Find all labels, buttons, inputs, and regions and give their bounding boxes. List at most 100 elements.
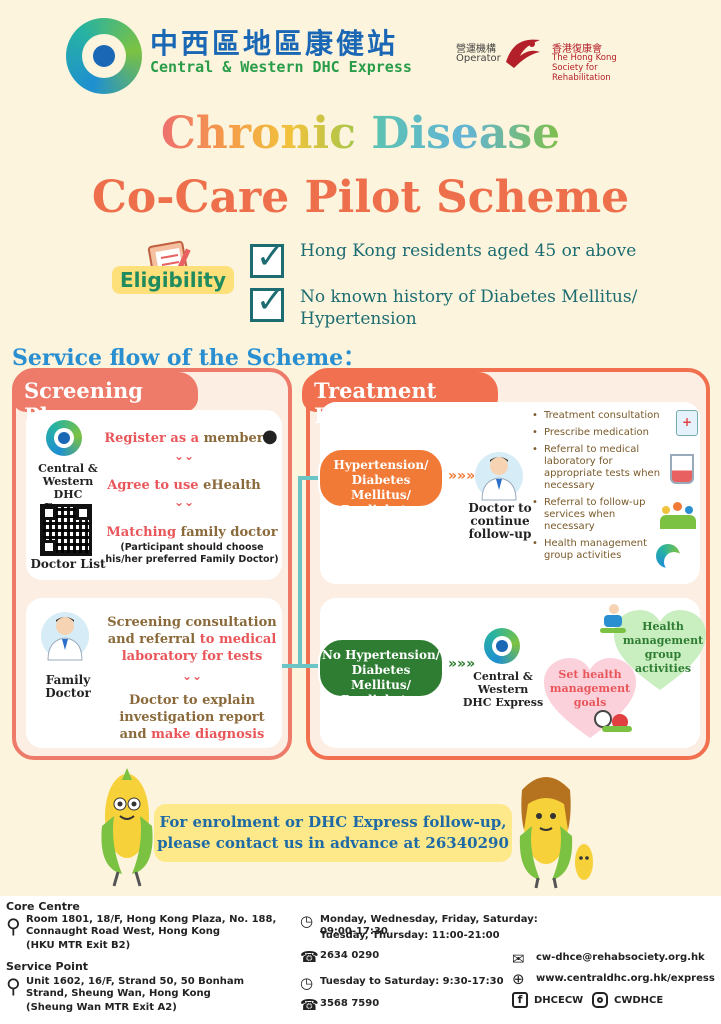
instagram-handle[interactable]: CWDHCE bbox=[614, 995, 664, 1006]
step-matching: Matching family doctor bbox=[104, 524, 280, 541]
heart-activities-text: Health management group activities bbox=[622, 620, 704, 675]
phone-icon: ☎ bbox=[300, 996, 319, 1014]
doctor-follow-up-label: Doctor to continue follow-up bbox=[468, 501, 532, 541]
facebook-handle[interactable]: DHCECW bbox=[534, 995, 584, 1006]
service-point-exit: (Sheung Wan MTR Exit A2) bbox=[26, 1002, 177, 1013]
qr-code-icon[interactable] bbox=[40, 504, 92, 556]
title-word-chronic: Chronic bbox=[161, 106, 356, 162]
flow-connector bbox=[298, 664, 320, 668]
core-centre-address: Room 1801, 18/F, Hong Kong Plaza, No. 18… bbox=[26, 914, 277, 937]
check-icon: ✓ bbox=[250, 281, 285, 322]
core-centre-heading: Core Centre bbox=[6, 900, 80, 913]
treatment-services-list: Treatment consultation Prescribe medicat… bbox=[532, 410, 700, 567]
dhc-logo-icon bbox=[656, 544, 684, 572]
facebook-icon: f bbox=[512, 992, 528, 1008]
flow-connector bbox=[298, 476, 302, 666]
step-matching-highlight: family doctor bbox=[180, 525, 278, 540]
healthy-food-icon bbox=[594, 706, 634, 734]
list-item: Health management group activities bbox=[532, 538, 656, 562]
list-item: Treatment consultation bbox=[532, 410, 660, 422]
exercise-icon bbox=[600, 604, 626, 634]
title-line-2: Co-Care Pilot Scheme bbox=[91, 172, 630, 223]
check-icon: ✓ bbox=[250, 237, 285, 278]
step-matching-text: Matching bbox=[106, 525, 181, 540]
step-lab-text: to medical laboratory for tests bbox=[121, 632, 277, 664]
heart-goals-text: Set health management goals bbox=[549, 668, 631, 709]
dhc-express-label: Central & Western DHC Express bbox=[462, 670, 544, 709]
step-screening-consultation: Screening consultation and referral to m… bbox=[104, 614, 280, 665]
arrow-right-icon: »»» bbox=[448, 656, 476, 672]
service-point-phone[interactable]: 3568 7590 bbox=[320, 998, 380, 1009]
doctor-list-label: Doctor List bbox=[30, 557, 106, 571]
core-phone[interactable]: 2634 0290 bbox=[320, 950, 380, 961]
clock-icon: ◷ bbox=[300, 912, 314, 930]
email-icon: ✉ bbox=[512, 950, 525, 968]
chevron-down-icon: ⌄⌄ bbox=[173, 495, 195, 509]
heart-icon bbox=[614, 610, 706, 690]
chevron-down-icon: ⌄⌄ bbox=[173, 449, 195, 463]
list-item: Prescribe medication bbox=[532, 427, 660, 439]
step-ehealth-highlight: eHealth bbox=[203, 478, 261, 493]
title-word-disease: Disease bbox=[371, 106, 560, 162]
eligibility-item-age: Hong Kong residents aged 45 or above bbox=[300, 241, 637, 261]
core-hours-2: Tuesday, Thursday: 11:00-21:00 bbox=[320, 930, 500, 941]
flow-connector bbox=[282, 664, 300, 668]
condition-negative-pill: No Hypertension/ Diabetes Mellitus/ Pred… bbox=[318, 638, 444, 707]
flow-connector bbox=[298, 476, 320, 480]
doctor-icon bbox=[41, 612, 89, 661]
service-point-hours: Tuesday to Saturday: 9:30-17:30 bbox=[320, 976, 504, 987]
partner-name-zh: 香港復康會 bbox=[552, 44, 602, 55]
dhc-logo-icon bbox=[484, 628, 520, 664]
step-explain-text: Doctor to explain investigation report bbox=[119, 693, 265, 725]
doctor-icon bbox=[475, 452, 523, 501]
org-name-en: Central & Western DHC Express bbox=[150, 58, 412, 76]
eligibility-item-history: No known history of Diabetes Mellitus/ H… bbox=[300, 287, 638, 329]
operator-label-en: Operator bbox=[456, 53, 501, 64]
step-ehealth-text: Agree to use bbox=[107, 478, 204, 493]
email-link[interactable]: cw-dhce@rehabsociety.org.hk bbox=[536, 952, 705, 963]
arrow-right-icon: »»» bbox=[448, 468, 476, 484]
clock-icon: ◷ bbox=[300, 974, 314, 992]
test-tube-icon bbox=[670, 454, 694, 484]
step-register-highlight: member bbox=[203, 431, 264, 446]
service-point-heading: Service Point bbox=[6, 960, 89, 973]
step-referral-text: and referral bbox=[107, 632, 200, 647]
contact-banner bbox=[154, 804, 512, 862]
service-point-address: Unit 1602, 16/F, Strand 50, 50 Bonham St… bbox=[26, 976, 245, 999]
contact-banner-text: For enrolment or DHC Express follow-up, … bbox=[157, 813, 509, 852]
medical-report-icon: + bbox=[676, 410, 698, 436]
family-doctor-label: Family Doctor bbox=[45, 673, 91, 700]
hk-rehab-society-logo-icon bbox=[506, 39, 540, 68]
partner-name-en: The Hong Kong Society for Rehabilitation bbox=[552, 53, 617, 83]
corn-mascot-left bbox=[101, 768, 153, 887]
dhc-logo-icon bbox=[46, 420, 82, 456]
title-line-1: Chronic Disease bbox=[0, 106, 721, 162]
globe-icon: ⊕ bbox=[512, 970, 525, 988]
location-pin-icon: ⚲ bbox=[6, 914, 21, 938]
condition-positive-pill: Hypertension/ Diabetes Mellitus/ Prediab… bbox=[318, 448, 444, 517]
step-ehealth: Agree to use eHealth bbox=[104, 477, 264, 494]
step-diagnosis: Doctor to explain investigation report a… bbox=[104, 692, 280, 743]
person-icon: ● bbox=[262, 426, 278, 447]
step-diagnosis-text: make diagnosis bbox=[151, 727, 265, 742]
step-register-text: Register as a bbox=[104, 431, 204, 446]
service-flow-heading: Service flow of the Scheme： bbox=[12, 345, 366, 371]
list-item: Referral to follow-up services when nece… bbox=[532, 497, 656, 533]
dhc-logo-icon bbox=[66, 18, 142, 94]
eligibility-label: Eligibility bbox=[112, 266, 235, 294]
core-hours-1: Monday, Wednesday, Friday, Saturday: 09:… bbox=[320, 914, 538, 937]
step-screening-text: Screening consultation bbox=[107, 615, 277, 630]
matching-note: (Participant should choose his/her prefe… bbox=[105, 542, 279, 565]
chevron-down-icon: ⌄⌄ bbox=[181, 669, 203, 683]
step-register: Register as a member bbox=[104, 430, 264, 447]
screening-phase-tab: Screening Phase bbox=[12, 372, 198, 428]
core-centre-exit: (HKU MTR Exit B2) bbox=[26, 940, 131, 951]
people-group-icon bbox=[660, 500, 696, 530]
instagram-icon bbox=[592, 992, 608, 1008]
website-link[interactable]: www.centraldhc.org.hk/express bbox=[536, 973, 715, 984]
step-and-text: and bbox=[119, 727, 152, 742]
corn-mascot-right bbox=[519, 777, 593, 889]
phone-icon: ☎ bbox=[300, 948, 319, 966]
org-name-zh: 中西區地區康健站 bbox=[150, 27, 399, 60]
location-pin-icon: ⚲ bbox=[6, 974, 21, 998]
